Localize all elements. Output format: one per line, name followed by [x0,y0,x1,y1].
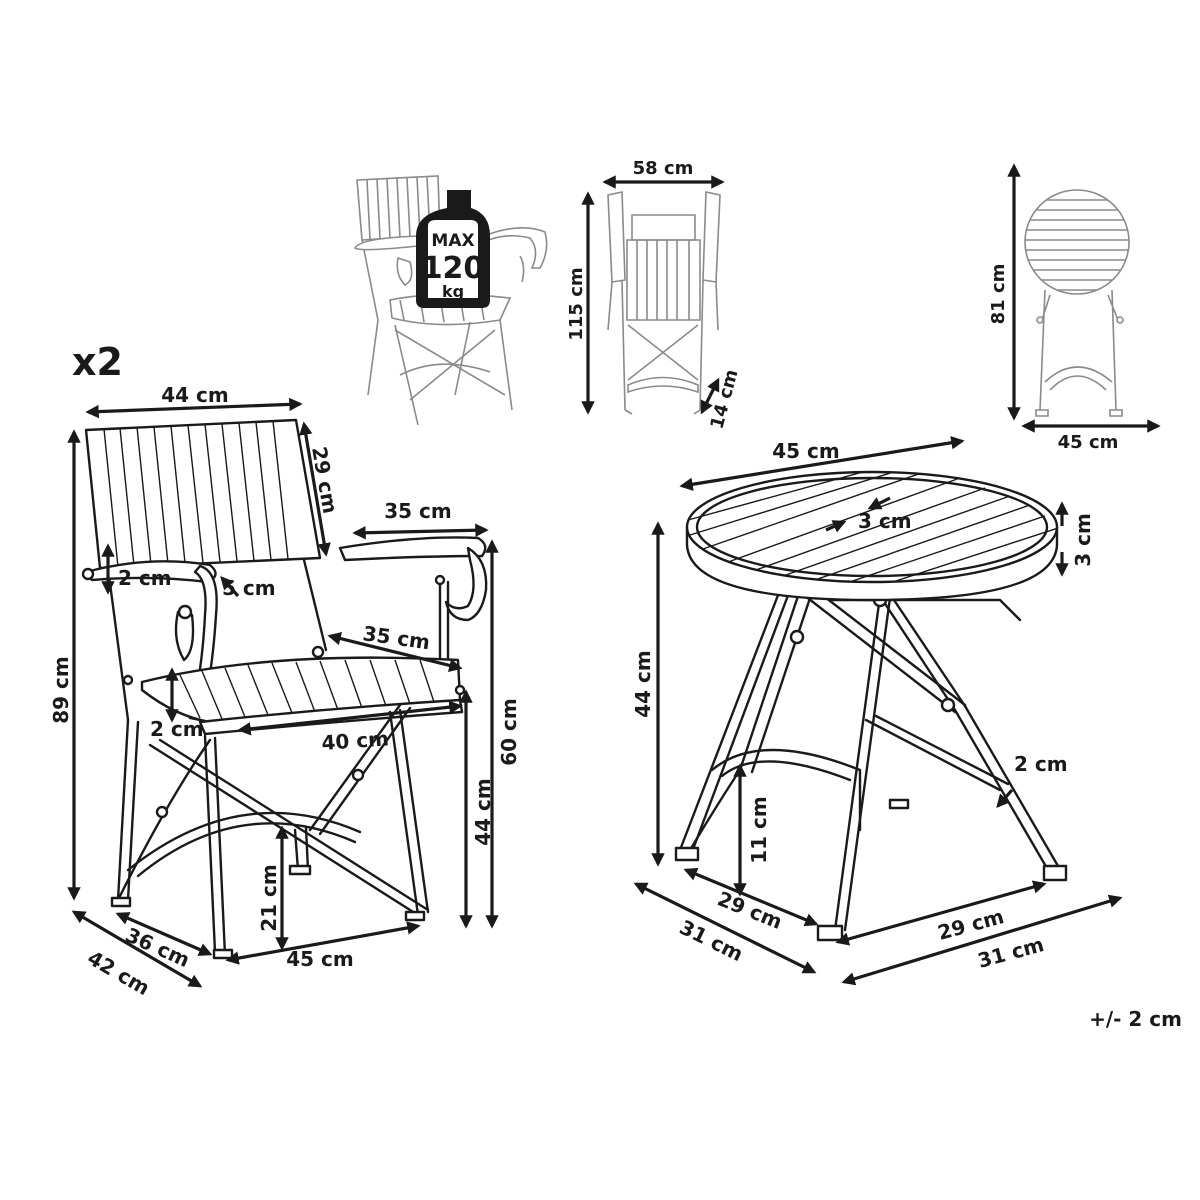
chair-base-front-label: 45 cm [286,947,354,971]
chair-seat-thickness-label: 2 cm [150,717,204,741]
chair-front-drawing [81,418,488,960]
chair-armrest-width-label: 5 cm [222,576,276,600]
chair-right-armrest [338,536,487,562]
table-top-thickness-label: 3 cm [1071,513,1095,567]
table-drawing [674,470,1068,942]
weight-badge-max: MAX [431,231,474,251]
weight-badge-unit: kg [442,282,464,301]
chair-arm-height-label: 60 cm [497,698,521,766]
chair-backrest [84,418,322,570]
tolerance-note: +/- 2 cm [1089,1007,1182,1031]
dimension-lines [67,163,1161,988]
table-height-label: 44 cm [631,650,655,718]
table-diameter-label: 45 cm [772,439,840,463]
chair-armrest-length-label: 35 cm [384,499,452,523]
folded-table-width-label: 45 cm [1058,432,1119,453]
table-leg-width-label: 2 cm [1014,752,1068,776]
folded-table-height-label: 81 cm [988,264,1009,325]
chair-stretcher-height-label: 21 cm [257,864,281,932]
chair-back-width-label: 44 cm [161,383,229,407]
folded-chair-depth-label: 14 cm [707,367,743,431]
folded-table-drawing [1024,189,1130,417]
chair-seat-width-label: 40 cm [321,726,390,755]
quantity-label: x2 [72,340,123,384]
chair-seat-depth-label: 35 cm [361,621,431,654]
chair-perspective-small: MAX 120 kg [353,175,548,426]
chair-total-height-label: 89 cm [49,656,73,724]
folded-chair-width-label: 58 cm [633,158,694,179]
folded-chair-height-label: 115 cm [566,267,587,340]
table-slat-width-label: 3 cm [858,509,912,533]
table-stretcher-height-label: 11 cm [747,796,771,864]
chair-armrest-thickness-label: 2 cm [118,566,172,590]
chair-seat-height-label: 44 cm [471,778,495,846]
folded-chair-drawing [607,191,721,415]
weight-badge-value: 120 [422,251,485,286]
